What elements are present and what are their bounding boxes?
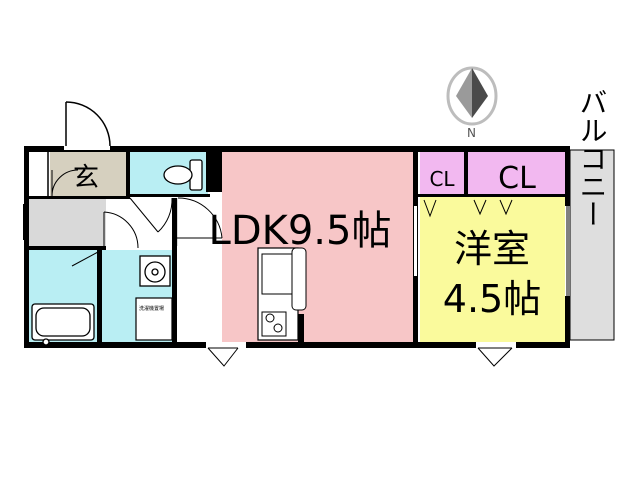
toilet-door-leaf <box>129 197 159 233</box>
hall-white-area <box>106 198 172 248</box>
closet-small-door <box>423 199 437 218</box>
washroom-door <box>103 211 139 249</box>
balcony-window <box>565 206 570 296</box>
closet-small-label: CL <box>429 167 455 191</box>
bathroom-door <box>71 251 99 290</box>
stove-burner-2 <box>273 323 283 333</box>
bathtub-inner <box>35 307 91 337</box>
wall-closet-divider <box>464 146 468 196</box>
wall-closet-bottom <box>418 194 568 197</box>
washbasin-drain <box>151 268 159 276</box>
kitchen-sink <box>261 253 295 295</box>
ldk-western-door <box>414 206 417 276</box>
washing-machine-area: 洗濯機置場 <box>135 297 173 341</box>
closet-large-door-2 <box>499 199 513 216</box>
compass-needle-light <box>456 68 472 118</box>
closet-large-label: CL <box>498 161 536 196</box>
entry-door-swing <box>65 101 111 147</box>
genkan-label: 玄 <box>73 163 99 193</box>
closet-door-marks <box>423 199 513 218</box>
western-door-swing <box>477 347 513 367</box>
western-bottom-door <box>476 342 516 367</box>
bathtub-drain <box>42 338 50 346</box>
genkan-step <box>28 152 50 196</box>
wall-bottom <box>24 342 570 348</box>
fridge-space <box>291 247 307 311</box>
balcony-label: バルコニー <box>576 88 609 228</box>
ldk-window-gap <box>206 342 246 348</box>
closet-large-floor <box>468 152 565 196</box>
entry-door-opening <box>64 140 110 150</box>
entry-door <box>64 101 111 150</box>
ldk-floor <box>222 152 415 344</box>
wall-bath-wash <box>97 250 102 348</box>
wall-wash-ldk <box>172 198 177 348</box>
genkan-floor <box>48 152 126 196</box>
ldk-door <box>177 197 223 239</box>
washbasin <box>139 255 171 287</box>
ldk-window-swing <box>207 347 239 367</box>
stove-burner-1 <box>265 313 275 323</box>
wall-toilet-ldk <box>206 146 222 192</box>
wall-genkan-bottom <box>24 196 130 199</box>
bathtub <box>31 303 95 346</box>
wall-top <box>24 146 570 152</box>
toilet-door <box>129 197 173 233</box>
kitchen-counter <box>257 247 307 344</box>
ldk-balcony-door <box>206 342 246 367</box>
western-room-name: 洋室 <box>454 227 530 271</box>
toilet-door-swing <box>157 197 173 233</box>
wall-hall-bottom <box>24 246 106 250</box>
washing-machine-box <box>135 297 173 341</box>
wall-toilet-bottom <box>130 194 210 197</box>
toilet-fixture <box>163 159 203 191</box>
compass-needle-dark <box>472 68 488 118</box>
kitchen-stove <box>261 311 287 337</box>
western-room-size: 4.5帖 <box>443 277 541 321</box>
toilet-bowl <box>163 165 193 185</box>
compass-north-label: N <box>467 126 476 140</box>
balcony-floor <box>569 149 615 341</box>
washing-machine-label: 洗濯機置場 <box>139 305 164 312</box>
western-room-floor <box>420 196 565 344</box>
western-door-gap <box>476 342 516 348</box>
ldk-label: LDK9.5帖 <box>209 208 392 254</box>
washroom-door-swing <box>103 211 139 249</box>
closet-large-door-1 <box>473 199 487 216</box>
wall-genkan-toilet <box>126 146 130 198</box>
kitchen-wall-post <box>298 314 304 344</box>
closet-small-floor <box>420 152 464 196</box>
bathroom-door-leaf <box>71 251 99 267</box>
compass: N <box>446 66 498 140</box>
ldk-door-swing <box>177 197 223 239</box>
